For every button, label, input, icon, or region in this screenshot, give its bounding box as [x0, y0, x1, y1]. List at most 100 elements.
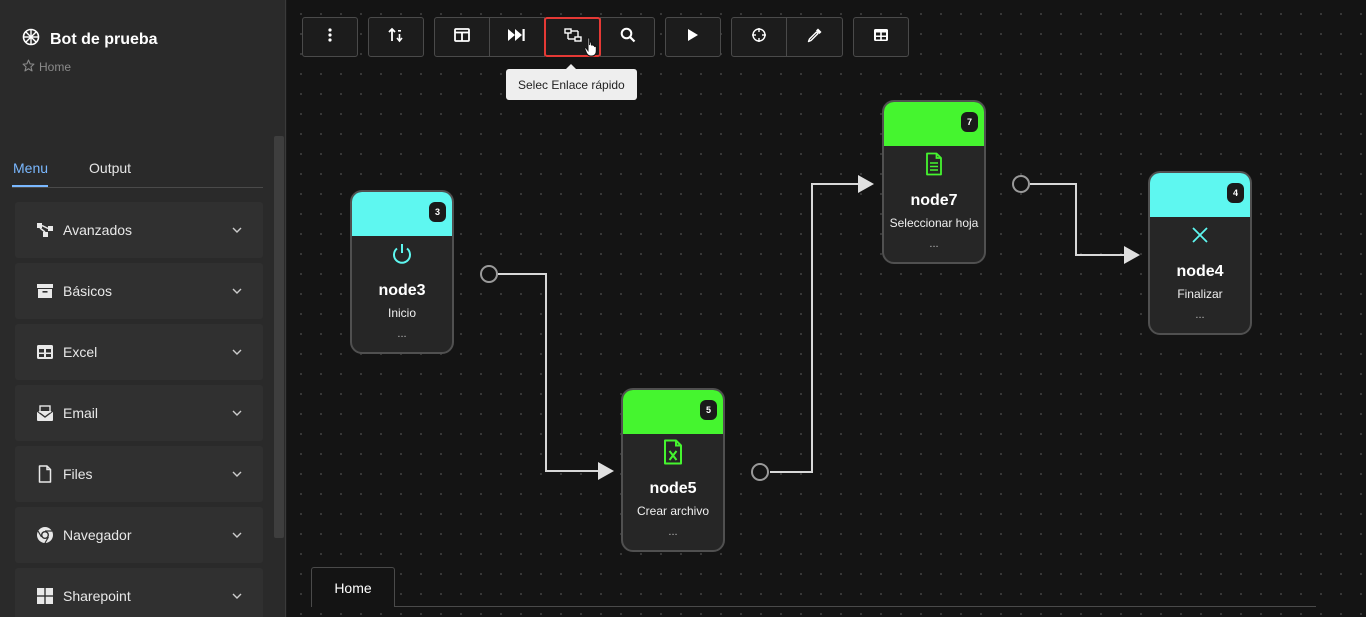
node-name: node7 — [910, 192, 958, 209]
flow-node-node4[interactable]: 4 node4 Finalizar ... — [1148, 171, 1252, 335]
eyedropper-icon — [807, 27, 823, 48]
sidebar-item-basicos[interactable]: Básicos — [15, 263, 263, 319]
more-vertical-button[interactable] — [302, 17, 358, 57]
flow-icon — [35, 220, 55, 240]
picker-button[interactable] — [786, 17, 843, 57]
brand: Bot de prueba — [22, 28, 158, 51]
table-icon — [35, 342, 55, 362]
node-name: node5 — [649, 480, 697, 497]
excel-file-icon — [623, 438, 723, 466]
file-icon — [35, 464, 55, 484]
output-port — [751, 463, 769, 481]
app-title: Bot de prueba — [50, 30, 158, 48]
node-name: node3 — [378, 282, 426, 299]
output-port — [480, 265, 498, 283]
chevron-down-icon — [231, 407, 243, 419]
chrome-icon — [35, 525, 55, 545]
node-more[interactable]: ... — [929, 238, 939, 250]
tab-home[interactable]: Home — [311, 567, 395, 607]
sidebar-item-email[interactable]: Email — [15, 385, 263, 441]
sidebar-tabs: Menu Output — [12, 156, 263, 188]
edge-node7-node4 — [1030, 183, 1140, 264]
play-icon — [687, 28, 699, 47]
chevron-down-icon — [231, 590, 243, 602]
tab-menu[interactable]: Menu — [12, 156, 49, 187]
chevron-down-icon — [231, 346, 243, 358]
flow-node-node3[interactable]: 3 node3 Inicio ... — [350, 190, 454, 354]
node-badge: 5 — [700, 400, 717, 420]
quick-link-button[interactable] — [544, 17, 601, 57]
table-button[interactable] — [853, 17, 909, 57]
hand-cursor-icon — [584, 37, 598, 62]
node-badge: 7 — [961, 112, 978, 132]
chevron-down-icon — [231, 224, 243, 236]
sidebar-scrollbar[interactable] — [274, 136, 284, 538]
node-header: 5 — [623, 390, 723, 434]
node-more[interactable]: ... — [1195, 309, 1205, 321]
sidebar-item-sharepoint[interactable]: Sharepoint — [15, 568, 263, 617]
node-more[interactable]: ... — [668, 526, 678, 538]
node-header: 3 — [352, 192, 452, 236]
sidebar-item-label: Básicos — [63, 283, 113, 299]
skip-icon — [508, 28, 526, 46]
node-description: Crear archivo — [636, 504, 710, 518]
sidebar-item-files[interactable]: Files — [15, 446, 263, 502]
flow-node-node7[interactable]: 7 node7 Seleccionar hoja ... — [882, 100, 986, 264]
archive-icon — [35, 281, 55, 301]
columns-icon — [454, 27, 470, 47]
document-icon — [884, 150, 984, 178]
node-badge: 4 — [1227, 183, 1244, 203]
tab-output[interactable]: Output — [89, 160, 132, 176]
sort-button[interactable] — [368, 17, 424, 57]
star-icon[interactable] — [22, 59, 35, 75]
sidebar-item-navegador[interactable]: Navegador — [15, 507, 263, 563]
node-header: 7 — [884, 102, 984, 146]
close-icon — [1150, 221, 1250, 249]
node-description: Inicio — [387, 306, 416, 320]
target-button[interactable] — [731, 17, 787, 57]
gear-wheel-icon — [22, 28, 40, 51]
chevron-down-icon — [231, 529, 243, 541]
flow-node-node5[interactable]: 5 node5 Crear archivo ... — [621, 388, 725, 552]
envelope-icon — [35, 403, 55, 423]
power-icon — [352, 240, 452, 268]
edge-node3-node5 — [498, 273, 614, 480]
tooltip: Selec Enlace rápido — [506, 64, 637, 100]
tab-strip-divider — [395, 606, 1316, 607]
flow-canvas[interactable]: Selec Enlace rápido 3 — [287, 0, 1366, 617]
sidebar-item-label: Files — [63, 466, 93, 482]
node-description: Seleccionar hoja — [889, 216, 979, 230]
output-port — [1012, 175, 1030, 193]
search-button[interactable] — [600, 17, 655, 57]
node-badge: 3 — [429, 202, 446, 222]
chevron-down-icon — [231, 285, 243, 297]
sidebar-item-label: Avanzados — [63, 222, 133, 238]
sidebar-item-label: Navegador — [63, 527, 132, 543]
skip-forward-button[interactable] — [489, 17, 545, 57]
sidebar-item-excel[interactable]: Excel — [15, 324, 263, 380]
sidebar: Bot de prueba Home Menu Output Avanzados — [0, 0, 286, 617]
sidebar-item-avanzados[interactable]: Avanzados — [15, 202, 263, 258]
sidebar-menu: Avanzados Básicos Excel — [15, 202, 263, 617]
node-header: 4 — [1150, 173, 1250, 217]
node-description: Finalizar — [1177, 287, 1223, 301]
edge-node5-node7 — [770, 175, 874, 473]
crosshair-icon — [751, 27, 767, 48]
table-icon — [873, 28, 889, 47]
sidebar-item-label: Sharepoint — [63, 588, 131, 604]
sort-icon — [388, 27, 404, 48]
breadcrumb-home[interactable]: Home — [39, 60, 72, 74]
link-select-icon — [563, 27, 582, 47]
chevron-down-icon — [231, 468, 243, 480]
sidebar-item-label: Email — [63, 405, 99, 421]
run-button[interactable] — [665, 17, 721, 57]
split-view-button[interactable] — [434, 17, 490, 57]
windows-icon — [35, 586, 55, 606]
dots-vertical-icon — [328, 27, 332, 47]
breadcrumb[interactable]: Home — [22, 59, 71, 75]
node-name: node4 — [1176, 263, 1224, 280]
search-icon — [620, 27, 636, 48]
sidebar-item-label: Excel — [63, 344, 98, 360]
node-more[interactable]: ... — [397, 328, 407, 340]
